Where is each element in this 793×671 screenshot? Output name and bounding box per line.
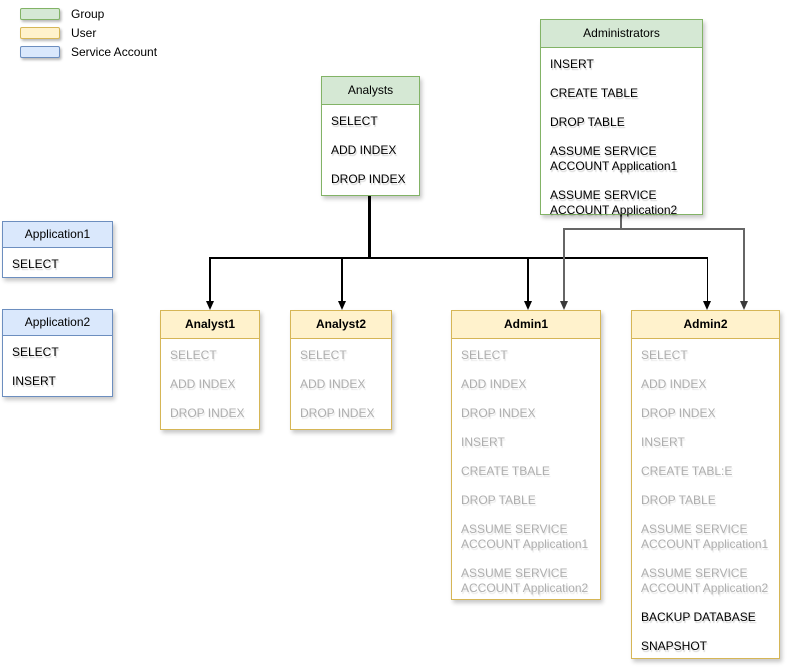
node-body-admin1: SELECT ADD INDEX DROP INDEX INSERT CREAT… [452,339,600,596]
service-account-node-application2: Application2 SELECT INSERT [2,309,113,397]
inherited-permission-item: ADD INDEX [170,377,236,391]
legend-label-group: Group [71,7,105,21]
inherited-permission-item: CREATE TABL:E [641,464,733,478]
own-permission-item: SNAPSHOT [641,639,708,653]
inherited-permission-item: SELECT [461,348,508,362]
own-permission-item: BACKUP DATABASE [641,610,756,624]
node-body-application1: SELECT [3,248,112,272]
edge-analysts-bus [209,257,708,259]
arrowhead-admin2-left-icon [703,301,711,310]
legend-swatch-user [20,27,60,39]
node-body-admin2: SELECT ADD INDEX DROP INDEX INSERT CREAT… [632,339,779,654]
node-body-application2: SELECT INSERT [3,336,112,389]
edge-analysts-trunk [368,196,371,257]
inherited-permission-item: ADD INDEX [300,377,366,391]
arrowhead-admin2-right-icon [739,301,748,310]
inherited-permission-item: SELECT [300,348,347,362]
arrowhead-admin1-left-icon [523,301,532,310]
edge-drop-admin2-left [706,257,708,301]
inherited-permission-item: ASSUME SERVICE ACCOUNT Application2 [461,566,589,595]
inherited-permission-item: DROP TABLE [461,493,536,507]
inherited-permission-item: DROP INDEX [641,406,716,420]
edge-drop-admin2-right [743,228,745,301]
inherited-permission-item: DROP INDEX [170,406,245,420]
node-title-analysts: Analysts [322,77,419,105]
permission-item: DROP INDEX [331,172,406,186]
inherited-permission-item: ASSUME SERVICE ACCOUNT Application2 [641,566,769,595]
node-title-analyst2: Analyst2 [291,311,391,339]
node-title-analyst1: Analyst1 [161,311,259,339]
legend-label-service-account: Service Account [71,45,158,59]
permission-item: INSERT [12,374,56,388]
legend-label-user: User [71,26,97,40]
arrowhead-admin1-right-icon [559,301,568,310]
inherited-permission-item: ADD INDEX [461,377,527,391]
edge-drop-admin1-left [527,257,529,301]
user-node-admin2: Admin2 SELECT ADD INDEX DROP INDEX INSER… [631,310,780,659]
inherited-permission-item: ADD INDEX [641,377,707,391]
inherited-permission-item: SELECT [170,348,217,362]
group-node-administrators: Administrators INSERT CREATE TABLE DROP … [540,19,703,218]
edge-drop-admin1-right [563,228,565,301]
permission-item: DROP TABLE [550,115,625,129]
node-title-admin1: Admin1 [452,311,600,339]
inherited-permission-item: ASSUME SERVICE ACCOUNT Application1 [641,522,769,551]
node-title-admin2: Admin2 [632,311,779,339]
arrowhead-analyst2-icon [337,301,346,310]
legend-swatch-group [20,8,60,20]
node-body-administrators: INSERT CREATE TABLE DROP TABLE ASSUME SE… [541,48,702,218]
node-title-administrators: Administrators [541,20,702,48]
permission-item: INSERT [550,57,594,71]
permission-item: SELECT [12,257,59,271]
user-node-analyst2: Analyst2 SELECT ADD INDEX DROP INDEX [290,310,392,430]
permission-item: CREATE TABLE [550,86,639,100]
node-body-analysts: SELECT ADD INDEX DROP INDEX [322,105,419,187]
inherited-permission-item: CREATE TBALE [461,464,550,478]
group-node-analysts: Analysts SELECT ADD INDEX DROP INDEX [321,76,420,196]
inherited-permission-item: INSERT [641,435,685,449]
permission-item: SELECT [12,345,59,359]
inherited-permission-item: SELECT [641,348,688,362]
legend-swatch-service-account [20,46,60,58]
node-title-application2: Application2 [3,310,112,336]
edge-administrators-bus [563,228,745,230]
permission-item: ASSUME SERVICE ACCOUNT Application1 [550,144,678,173]
user-node-admin1: Admin1 SELECT ADD INDEX DROP INDEX INSER… [451,310,601,600]
user-node-analyst1: Analyst1 SELECT ADD INDEX DROP INDEX [160,310,260,430]
inherited-permission-item: DROP INDEX [461,406,536,420]
edge-drop-analyst1 [209,257,211,301]
permission-item: SELECT [331,114,378,128]
edge-drop-analyst2 [341,257,343,301]
permission-item: ADD INDEX [331,143,397,157]
inherited-permission-item: DROP INDEX [300,406,375,420]
inherited-permission-item: DROP TABLE [641,493,716,507]
node-title-application1: Application1 [3,222,112,248]
edge-administrators-trunk [620,215,622,229]
permission-item: ASSUME SERVICE ACCOUNT Application2 [550,188,678,217]
inherited-permission-item: INSERT [461,435,505,449]
service-account-node-application1: Application1 SELECT [2,221,113,278]
inherited-permission-item: ASSUME SERVICE ACCOUNT Application1 [461,522,589,551]
arrowhead-analyst1-icon [205,301,214,310]
node-body-analyst2: SELECT ADD INDEX DROP INDEX [291,339,391,421]
node-body-analyst1: SELECT ADD INDEX DROP INDEX [161,339,259,421]
